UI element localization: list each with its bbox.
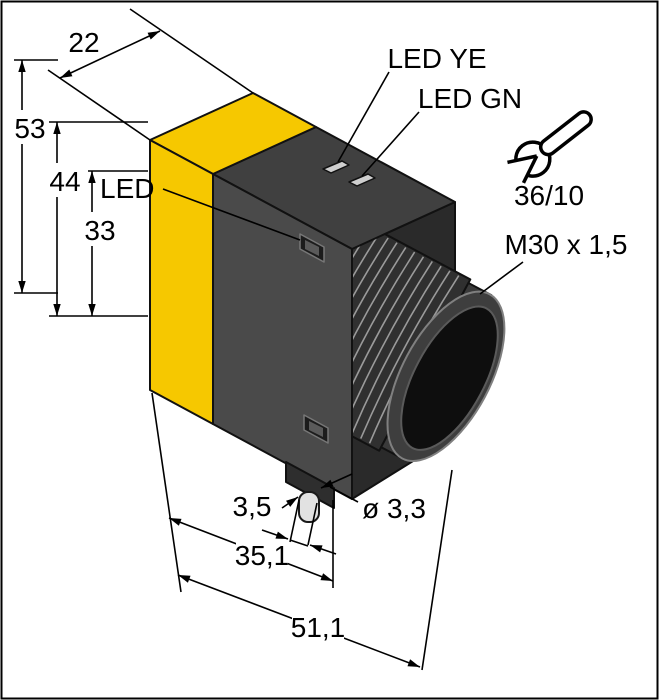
led-window-green	[348, 173, 376, 187]
dimension-cable-diameter: ø 3,3	[281, 473, 426, 524]
dimension-label-44: 44	[49, 166, 80, 197]
led-side-label: LED	[100, 173, 154, 204]
arrow-line	[320, 473, 353, 489]
side-led-window-lower	[303, 414, 329, 444]
leader-line	[162, 188, 301, 241]
dimension-height-53: 53	[8, 59, 58, 294]
led-window-yellow	[322, 160, 350, 174]
dimension-label-53: 53	[14, 113, 45, 144]
lens	[400, 305, 499, 451]
dimension-label-22: 22	[68, 27, 99, 58]
dimension-label-51-1: 51,1	[291, 612, 346, 643]
leader-line	[361, 111, 420, 177]
leader-line	[337, 71, 390, 163]
dimension-line	[59, 30, 161, 79]
sensor-body	[149, 92, 506, 523]
dimension-width-22: 22	[47, 8, 254, 141]
wrench-icon	[503, 110, 593, 187]
dimension-height-44: 44	[43, 121, 148, 317]
extension-line	[47, 69, 151, 141]
label-thread-spec: M30 x 1,5	[479, 229, 628, 295]
thread-spec-label: M30 x 1,5	[505, 229, 628, 260]
side-led-window-upper	[299, 233, 325, 263]
dimension-label-3-5: 3,5	[233, 491, 272, 522]
label-led-gn: LED GN	[361, 83, 522, 177]
dimension-label-cable-diameter: ø 3,3	[362, 493, 426, 524]
dimension-height-33: 33	[78, 170, 148, 316]
dimension-body-length-35-1: 35,1	[151, 392, 334, 593]
wrench-size-label: 36/10	[514, 180, 584, 211]
extension-line	[421, 469, 453, 671]
dimension-label-33: 33	[84, 215, 115, 246]
led-ye-label: LED YE	[387, 43, 486, 74]
leader-line	[329, 486, 359, 503]
label-led-ye: LED YE	[337, 43, 487, 163]
dimension-label-35-1: 35,1	[235, 540, 290, 571]
led-gn-label: LED GN	[418, 83, 522, 114]
leader-line	[479, 261, 524, 295]
cable-gland	[285, 461, 335, 509]
dimension-total-length-51-1: 51,1	[177, 469, 453, 671]
arrow-line	[281, 496, 299, 509]
label-led-side: LED	[100, 173, 301, 241]
extension-line	[129, 8, 254, 94]
rear-cap-side-face	[149, 139, 214, 425]
